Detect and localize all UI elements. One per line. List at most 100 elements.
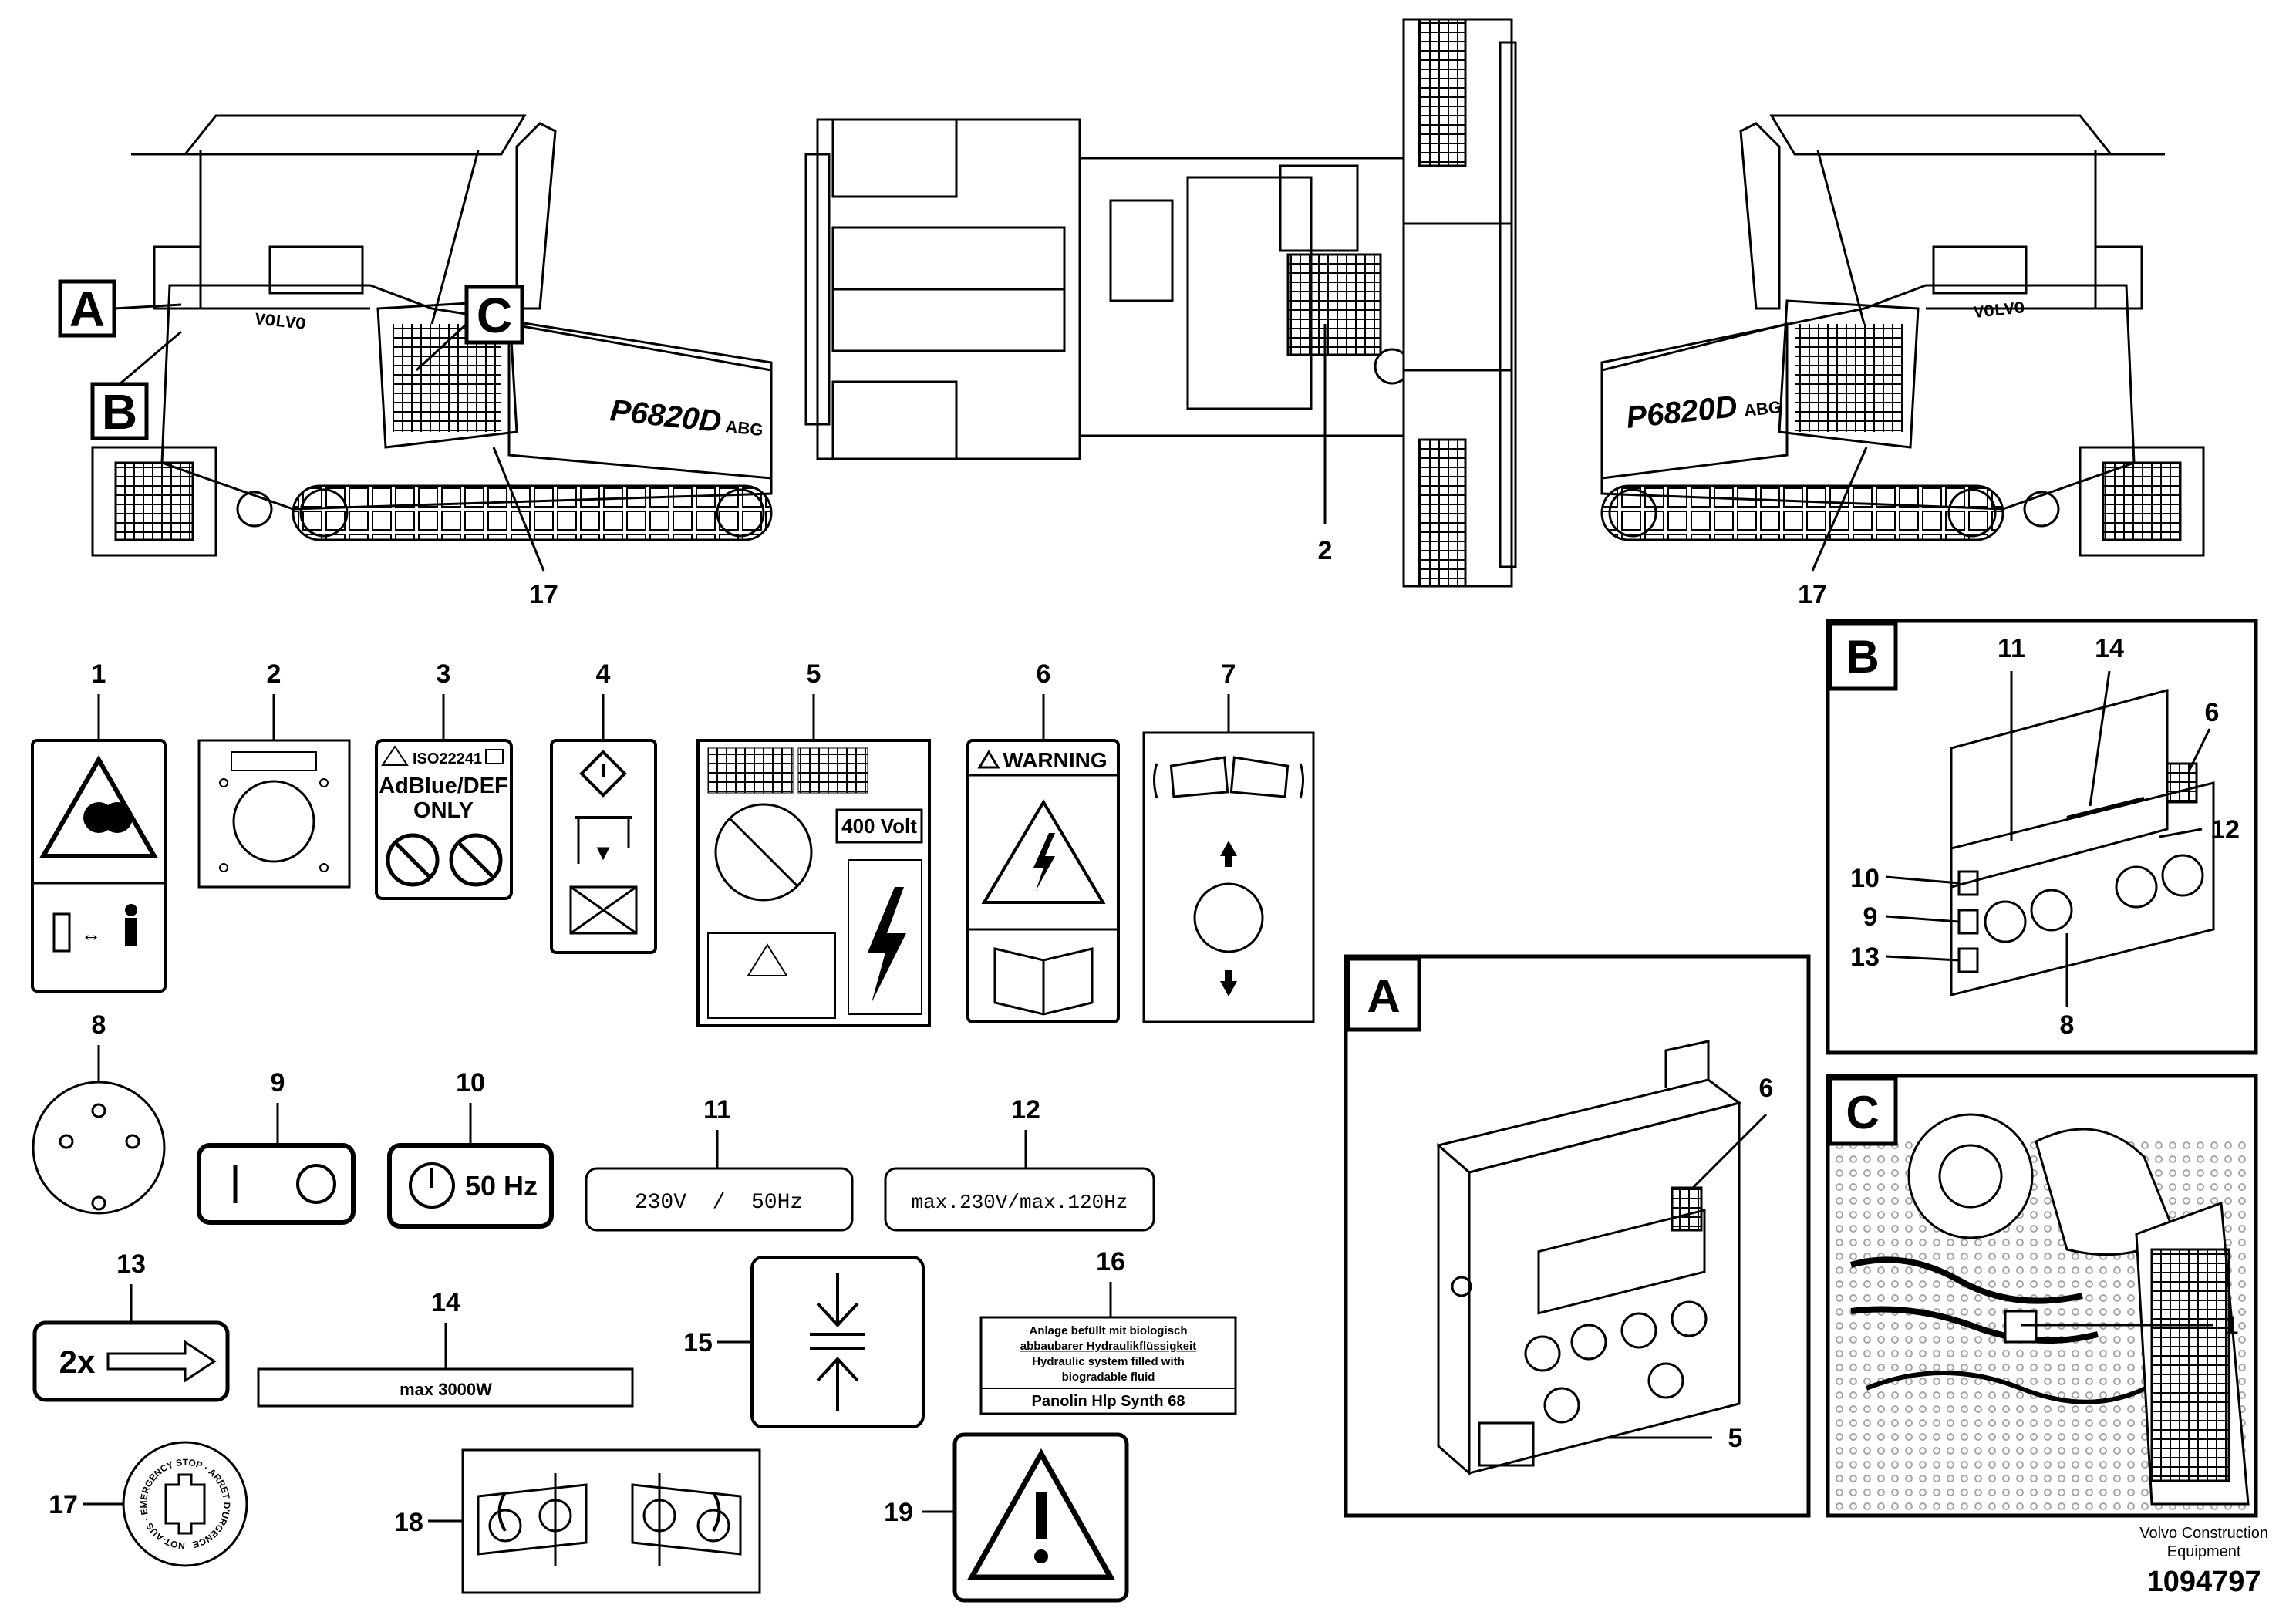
model-badge-right: P6820D bbox=[1624, 389, 1738, 435]
decal-14-frame bbox=[257, 1367, 634, 1408]
detail-b-callout-9: 9 bbox=[1863, 902, 1878, 932]
off-symbol-icon bbox=[296, 1164, 336, 1204]
callout-8: 8 bbox=[92, 1010, 106, 1040]
no-fuel-icon bbox=[386, 833, 440, 887]
decal-8-round-plate bbox=[32, 1081, 166, 1215]
decal-11-frame bbox=[585, 1167, 854, 1232]
callout-12: 12 bbox=[1011, 1095, 1040, 1125]
decal-12-frame bbox=[884, 1167, 1155, 1232]
d6-warning: WARNING bbox=[1003, 748, 1107, 772]
detail-b-letter: B bbox=[1846, 631, 1879, 683]
detail-c-callout-1: 1 bbox=[2224, 1311, 2239, 1340]
letter-c-label: C bbox=[477, 288, 512, 343]
manual-book-icon bbox=[993, 947, 1094, 1016]
d16-line5: Panolin Hlp Synth 68 bbox=[1032, 1393, 1185, 1410]
model-badge-left: P6820D bbox=[609, 393, 723, 439]
callout-15: 15 bbox=[683, 1328, 713, 1357]
leader-b-14 bbox=[2089, 670, 2111, 807]
detail-b-callout-6: 6 bbox=[2205, 698, 2220, 727]
leader-b bbox=[119, 330, 182, 386]
machine-brand-left: VOLVO bbox=[254, 310, 306, 335]
d16-line3: Hydraulic system filled with bbox=[1032, 1355, 1185, 1368]
leader-17-right bbox=[1811, 447, 1868, 572]
detail-b: B 11 14 6 12 10 9 13 8 bbox=[1826, 619, 2258, 1055]
decal-7-control bbox=[1142, 731, 1315, 1023]
callout-17-left: 17 bbox=[529, 580, 558, 609]
leader-b-9 bbox=[1885, 915, 1960, 923]
decal-5-electrical: 400 Volt bbox=[696, 739, 931, 1027]
leader-c bbox=[415, 322, 468, 372]
detail-b-callout-12: 12 bbox=[2210, 815, 2240, 845]
callout-9: 9 bbox=[271, 1068, 285, 1098]
callout-17: 17 bbox=[49, 1490, 78, 1519]
detail-b-callout-8: 8 bbox=[2060, 1010, 2075, 1040]
decal-2-socket-plate bbox=[197, 739, 351, 889]
decal-16-hydraulic-fluid: Anlage befüllt mit biologisch abbaubarer… bbox=[979, 1316, 1237, 1415]
round-button-icon bbox=[1193, 882, 1264, 953]
manual-icon bbox=[485, 749, 504, 764]
arrow-down-icon bbox=[1220, 981, 1237, 996]
detail-a: A 6 5 bbox=[1344, 954, 1811, 1518]
callout-4: 4 bbox=[596, 659, 611, 689]
d10-freq: 50 Hz bbox=[465, 1170, 538, 1202]
decal-10-frequency: 50 Hz bbox=[387, 1143, 554, 1229]
d16-line1: Anlage befüllt mit biologisch bbox=[1029, 1324, 1187, 1337]
callout-2: 2 bbox=[267, 659, 282, 689]
power-icon bbox=[409, 1162, 455, 1209]
callout-18: 18 bbox=[394, 1508, 423, 1537]
d16-line2: abbaubarer Hydraulikflüssigkeit bbox=[1020, 1340, 1196, 1353]
decal-19-general-warning bbox=[952, 1432, 1129, 1603]
d12-text: max.230V/max.120Hz bbox=[912, 1191, 1128, 1214]
decal-18-screed-controls bbox=[461, 1448, 761, 1594]
d16-line4: biogradable fluid bbox=[1062, 1371, 1155, 1384]
footer-brand-line2: Equipment bbox=[2166, 1543, 2241, 1560]
callout-7: 7 bbox=[1222, 659, 1236, 689]
no-water-icon bbox=[449, 833, 503, 887]
callout-19: 19 bbox=[884, 1498, 913, 1527]
footer-part-number: 1094797 bbox=[2146, 1566, 2261, 1598]
model-badge-suffix-right: ABG bbox=[1743, 397, 1782, 420]
decal-17-emergency-stop: NOT-AUS · EMERGENCY STOP · ARRET D'URGEN… bbox=[122, 1441, 248, 1567]
decal-9-on-off bbox=[197, 1143, 356, 1225]
detail-b-callout-13: 13 bbox=[1850, 943, 1880, 972]
decal-6-warning: WARNING bbox=[966, 739, 1120, 1023]
footer: Volvo Construction Equipment 1094797 bbox=[2139, 1524, 2268, 1599]
leader-a-6 bbox=[1691, 1113, 1768, 1189]
callout-17-right: 17 bbox=[1798, 580, 1827, 609]
d3-line2: ONLY bbox=[413, 798, 474, 823]
leader-b-13 bbox=[1885, 955, 1960, 962]
leader-b-6 bbox=[2187, 728, 2211, 772]
callout-1: 1 bbox=[92, 659, 106, 689]
detail-c-letter: C bbox=[1846, 1087, 1879, 1138]
callout-10: 10 bbox=[456, 1068, 485, 1098]
d3-standard: ISO22241 bbox=[413, 750, 482, 767]
detail-b-callout-14: 14 bbox=[2095, 634, 2124, 663]
d5-voltage: 400 Volt bbox=[841, 814, 917, 838]
leader-b-10 bbox=[1885, 875, 1960, 885]
paver-side-view-right bbox=[1600, 114, 2205, 557]
model-badge-suffix-left: ABG bbox=[724, 416, 764, 440]
warning-triangle-icon bbox=[967, 1448, 1115, 1580]
callout-3: 3 bbox=[437, 659, 451, 689]
callout-2-top: 2 bbox=[1318, 536, 1333, 565]
paver-top-view bbox=[804, 18, 1517, 588]
decal-3-adblue: ISO22241 AdBlue/DEF ONLY bbox=[375, 739, 513, 900]
detail-c: C 1 bbox=[1826, 1074, 2258, 1518]
shock-hazard-icon bbox=[981, 799, 1106, 904]
leader-17-left bbox=[492, 447, 545, 572]
detail-b-callout-11: 11 bbox=[1998, 634, 2025, 663]
arrow-right-icon bbox=[106, 1340, 217, 1383]
decal-4-lifting-point bbox=[550, 739, 657, 954]
callout-14: 14 bbox=[431, 1288, 460, 1317]
decal-1-entanglement-hazard: ↔ bbox=[31, 739, 167, 993]
callout-16: 16 bbox=[1096, 1247, 1125, 1276]
detail-a-letter: A bbox=[1367, 970, 1400, 1022]
leader-b-12 bbox=[2159, 828, 2203, 838]
double-arrow-icon: ↔ bbox=[81, 922, 101, 946]
decal-13-arrow: 2x bbox=[32, 1320, 230, 1402]
letter-b-label: B bbox=[102, 384, 137, 440]
footer-brand-line1: Volvo Construction bbox=[2139, 1525, 2268, 1542]
detail-b-callout-10: 10 bbox=[1850, 864, 1880, 893]
d3-line1: AdBlue/DEF bbox=[379, 774, 508, 798]
